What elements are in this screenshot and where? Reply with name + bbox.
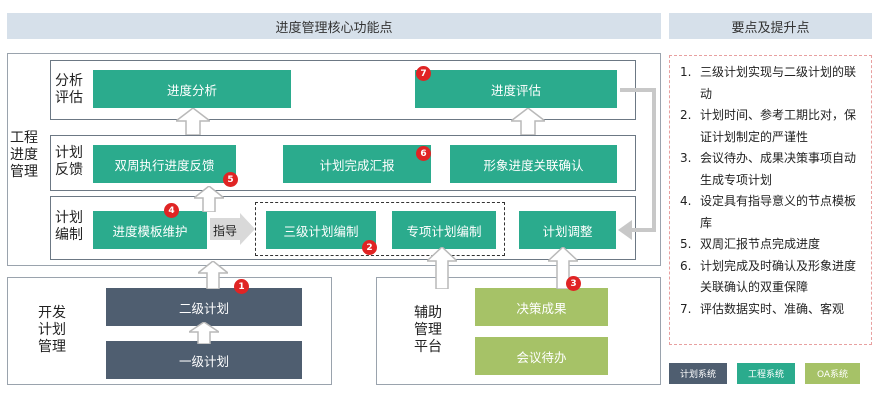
box-plan-completion-report: 计划完成汇报: [283, 145, 431, 183]
note-number: 7.: [680, 301, 692, 316]
dev-plan-label: 开发 计划 管理: [38, 305, 66, 355]
side-header: 要点及提升点: [669, 13, 872, 39]
note-number: 4.: [680, 194, 692, 208]
note-number: 2.: [680, 108, 692, 122]
up-arrow-icon: [189, 322, 219, 344]
note-item: 2. 计划时间、参考工期比对，保证计划制定的严谨性: [676, 105, 863, 148]
note-text: 计划完成及时确认及形象进度关联确认的双重保障: [700, 258, 857, 295]
box-template-maintenance: 进度模板维护: [93, 211, 207, 249]
box-level1-plan: 一级计划: [106, 341, 302, 379]
box-progress-analysis: 进度分析: [93, 70, 291, 108]
note-text: 会议待办、成果决策事项自动生成专项计划: [700, 151, 857, 187]
guide-arrow-icon: [210, 213, 255, 245]
box-level3-plan: 三级计划编制: [266, 211, 376, 249]
aux-platform-label: 辅助 管理 平台: [414, 305, 442, 355]
note-number: 1.: [680, 65, 692, 79]
note-text: 设定具有指导意义的节点模板库: [700, 194, 857, 230]
badge-6: 6: [416, 146, 431, 161]
box-meeting-todo: 会议待办: [475, 337, 608, 375]
note-item: 5. 双周汇报节点完成进度: [676, 234, 863, 256]
badge-5: 5: [223, 172, 238, 187]
badge-4: 4: [164, 203, 179, 218]
notes-panel: 1. 三级计划实现与二级计划的联动 2. 计划时间、参考工期比对，保证计划制定的严谨性…: [669, 55, 872, 345]
loop-arrow-icon: [618, 88, 656, 240]
note-number: 3.: [680, 151, 692, 165]
note-text: 三级计划实现与二级计划的联动: [700, 65, 857, 101]
box-level2-plan: 二级计划: [106, 288, 302, 326]
box-decision-results: 决策成果: [475, 288, 608, 326]
up-arrow-icon: [198, 261, 228, 289]
box-plan-adjust: 计划调整: [519, 211, 616, 249]
badge-3: 3: [566, 276, 581, 291]
up-arrow-icon: [194, 186, 224, 212]
row-compile-label: 计划 编制: [55, 210, 83, 243]
up-arrow-icon: [427, 247, 457, 289]
note-text: 计划时间、参考工期比对，保证计划制定的严谨性: [700, 108, 857, 144]
note-text: 双周汇报节点完成进度: [700, 237, 821, 251]
legend-plan-system: 计划系统: [669, 363, 727, 384]
box-biweekly-feedback: 双周执行进度反馈: [93, 145, 236, 183]
up-arrow-icon: [176, 108, 210, 135]
note-item: 3. 会议待办、成果决策事项自动生成专项计划: [676, 148, 863, 191]
legend-oa-system: OA系统: [805, 363, 860, 384]
legend-engineering-system: 工程系统: [737, 363, 795, 384]
up-arrow-icon: [511, 108, 545, 135]
guide-label: 指导: [213, 224, 238, 238]
up-arrow-icon: [548, 247, 578, 289]
engineering-label: 工程 进度 管理: [10, 130, 38, 180]
row-feedback-label: 计划 反馈: [55, 145, 83, 178]
row-analysis-label: 分析 评估: [55, 73, 83, 106]
box-special-plan: 专项计划编制: [392, 211, 496, 249]
note-item: 1. 三级计划实现与二级计划的联动: [676, 62, 863, 105]
note-item: 6. 计划完成及时确认及形象进度关联确认的双重保障: [676, 256, 863, 299]
badge-2: 2: [362, 240, 377, 255]
notes-list: 1. 三级计划实现与二级计划的联动 2. 计划时间、参考工期比对，保证计划制定的严谨性…: [676, 62, 863, 320]
badge-1: 1: [234, 279, 249, 294]
note-item: 4. 设定具有指导意义的节点模板库: [676, 191, 863, 234]
badge-7: 7: [416, 66, 431, 81]
note-number: 5.: [680, 237, 692, 251]
note-item: 7. 评估数据实时、准确、客观: [676, 299, 863, 321]
main-header: 进度管理核心功能点: [7, 13, 661, 39]
note-number: 6.: [680, 258, 692, 273]
box-image-progress-confirm: 形象进度关联确认: [450, 145, 617, 183]
note-text: 评估数据实时、准确、客观: [700, 301, 845, 316]
dashed-group: [255, 202, 505, 256]
box-progress-evaluation: 进度评估: [415, 70, 617, 108]
